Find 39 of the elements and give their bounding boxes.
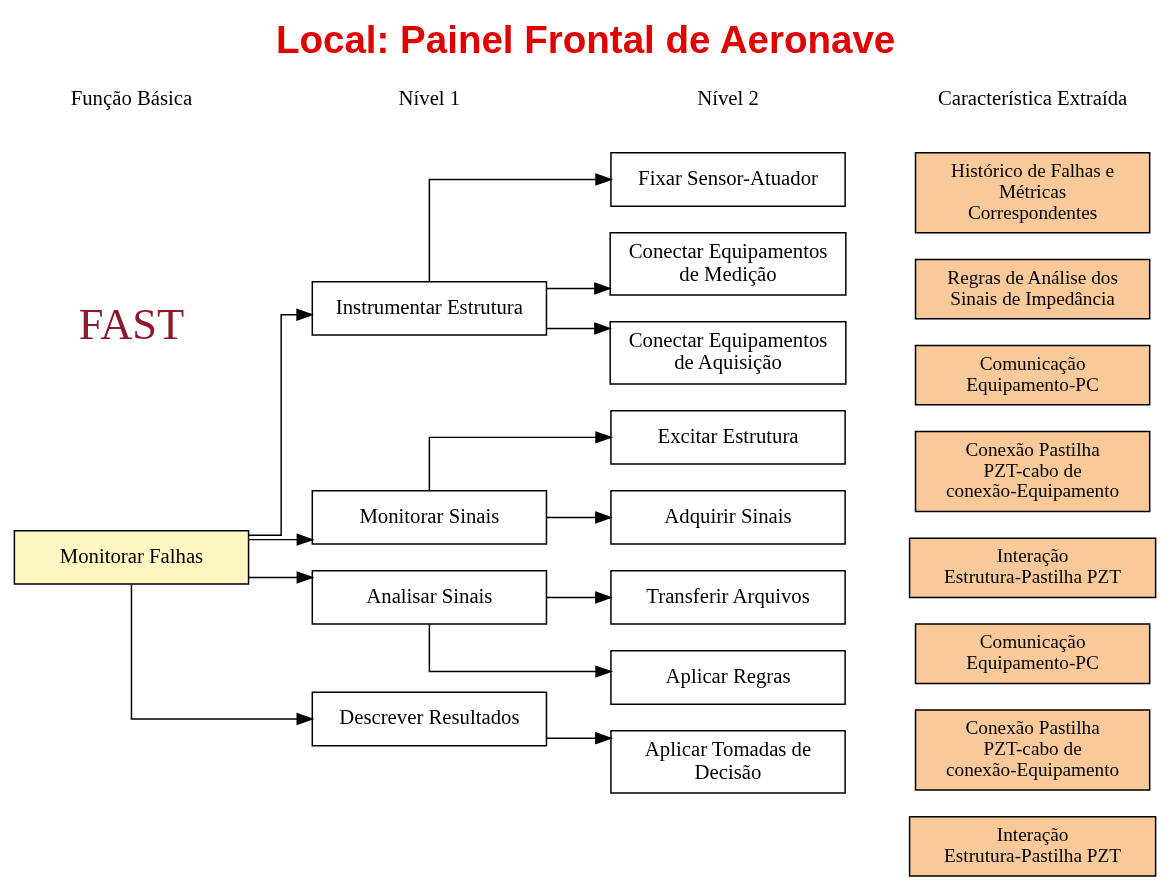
node-box: Interação Estrutura-Pastilha PZT (908, 816, 1157, 877)
node-box: Comunicação Equipamento-PC (914, 623, 1151, 685)
arrow (428, 173, 614, 283)
node-box: Regras de Análise dos Sinais de Impedância (914, 258, 1151, 320)
arrow (130, 584, 315, 726)
label: FAST (78, 298, 185, 349)
node-box: Instrumentar Estrutura (311, 281, 548, 336)
node-box: Comunicação Equipamento-PC (914, 344, 1151, 406)
node-box: Conexão Pastilha PZT-cabo de conexão-Equipamento (914, 709, 1151, 791)
node-box: Analisar Sinais (311, 570, 548, 625)
arrow (248, 533, 315, 546)
arrow (545, 732, 613, 745)
arrow (545, 322, 612, 335)
node-box: Transferir Arquivos (610, 570, 846, 625)
arrow (545, 511, 613, 524)
node-box: Conexão Pastilha PZT-cabo de conexão-Equipamento (914, 430, 1151, 513)
node-box: Monitorar Falhas (13, 530, 250, 585)
arrow (247, 308, 315, 536)
label: Nível 2 (697, 86, 759, 109)
label: Função Básica (70, 86, 193, 109)
node-box: Excitar Estrutura (610, 409, 846, 465)
node-box: Descrever Resultados (311, 691, 548, 747)
arrow (545, 591, 613, 604)
label: Característica Extraída (937, 86, 1128, 109)
arrow (428, 431, 614, 492)
node-box: Fixar Sensor-Atuador (610, 152, 846, 207)
node-box: Monitorar Sinais (311, 490, 548, 545)
arrow (248, 571, 315, 584)
arrow (428, 623, 614, 678)
node-box: Aplicar Regras (610, 650, 846, 705)
node-box: Interação Estrutura-Pastilha PZT (908, 537, 1157, 599)
node-box: Aplicar Tomadas de Decisão (610, 730, 846, 794)
arrow (545, 282, 612, 295)
diagram-title: Local: Painel Frontal de Aeronave (275, 18, 896, 62)
node-box: Conectar Equipamentos de Medição (609, 232, 847, 296)
label: Nível 1 (398, 86, 461, 109)
node-box: Conectar Equipamentos de Aquisição (609, 321, 847, 385)
node-box: Histórico de Falhas e Métricas Correspondentes (914, 152, 1151, 234)
node-box: Adquirir Sinais (610, 490, 846, 545)
